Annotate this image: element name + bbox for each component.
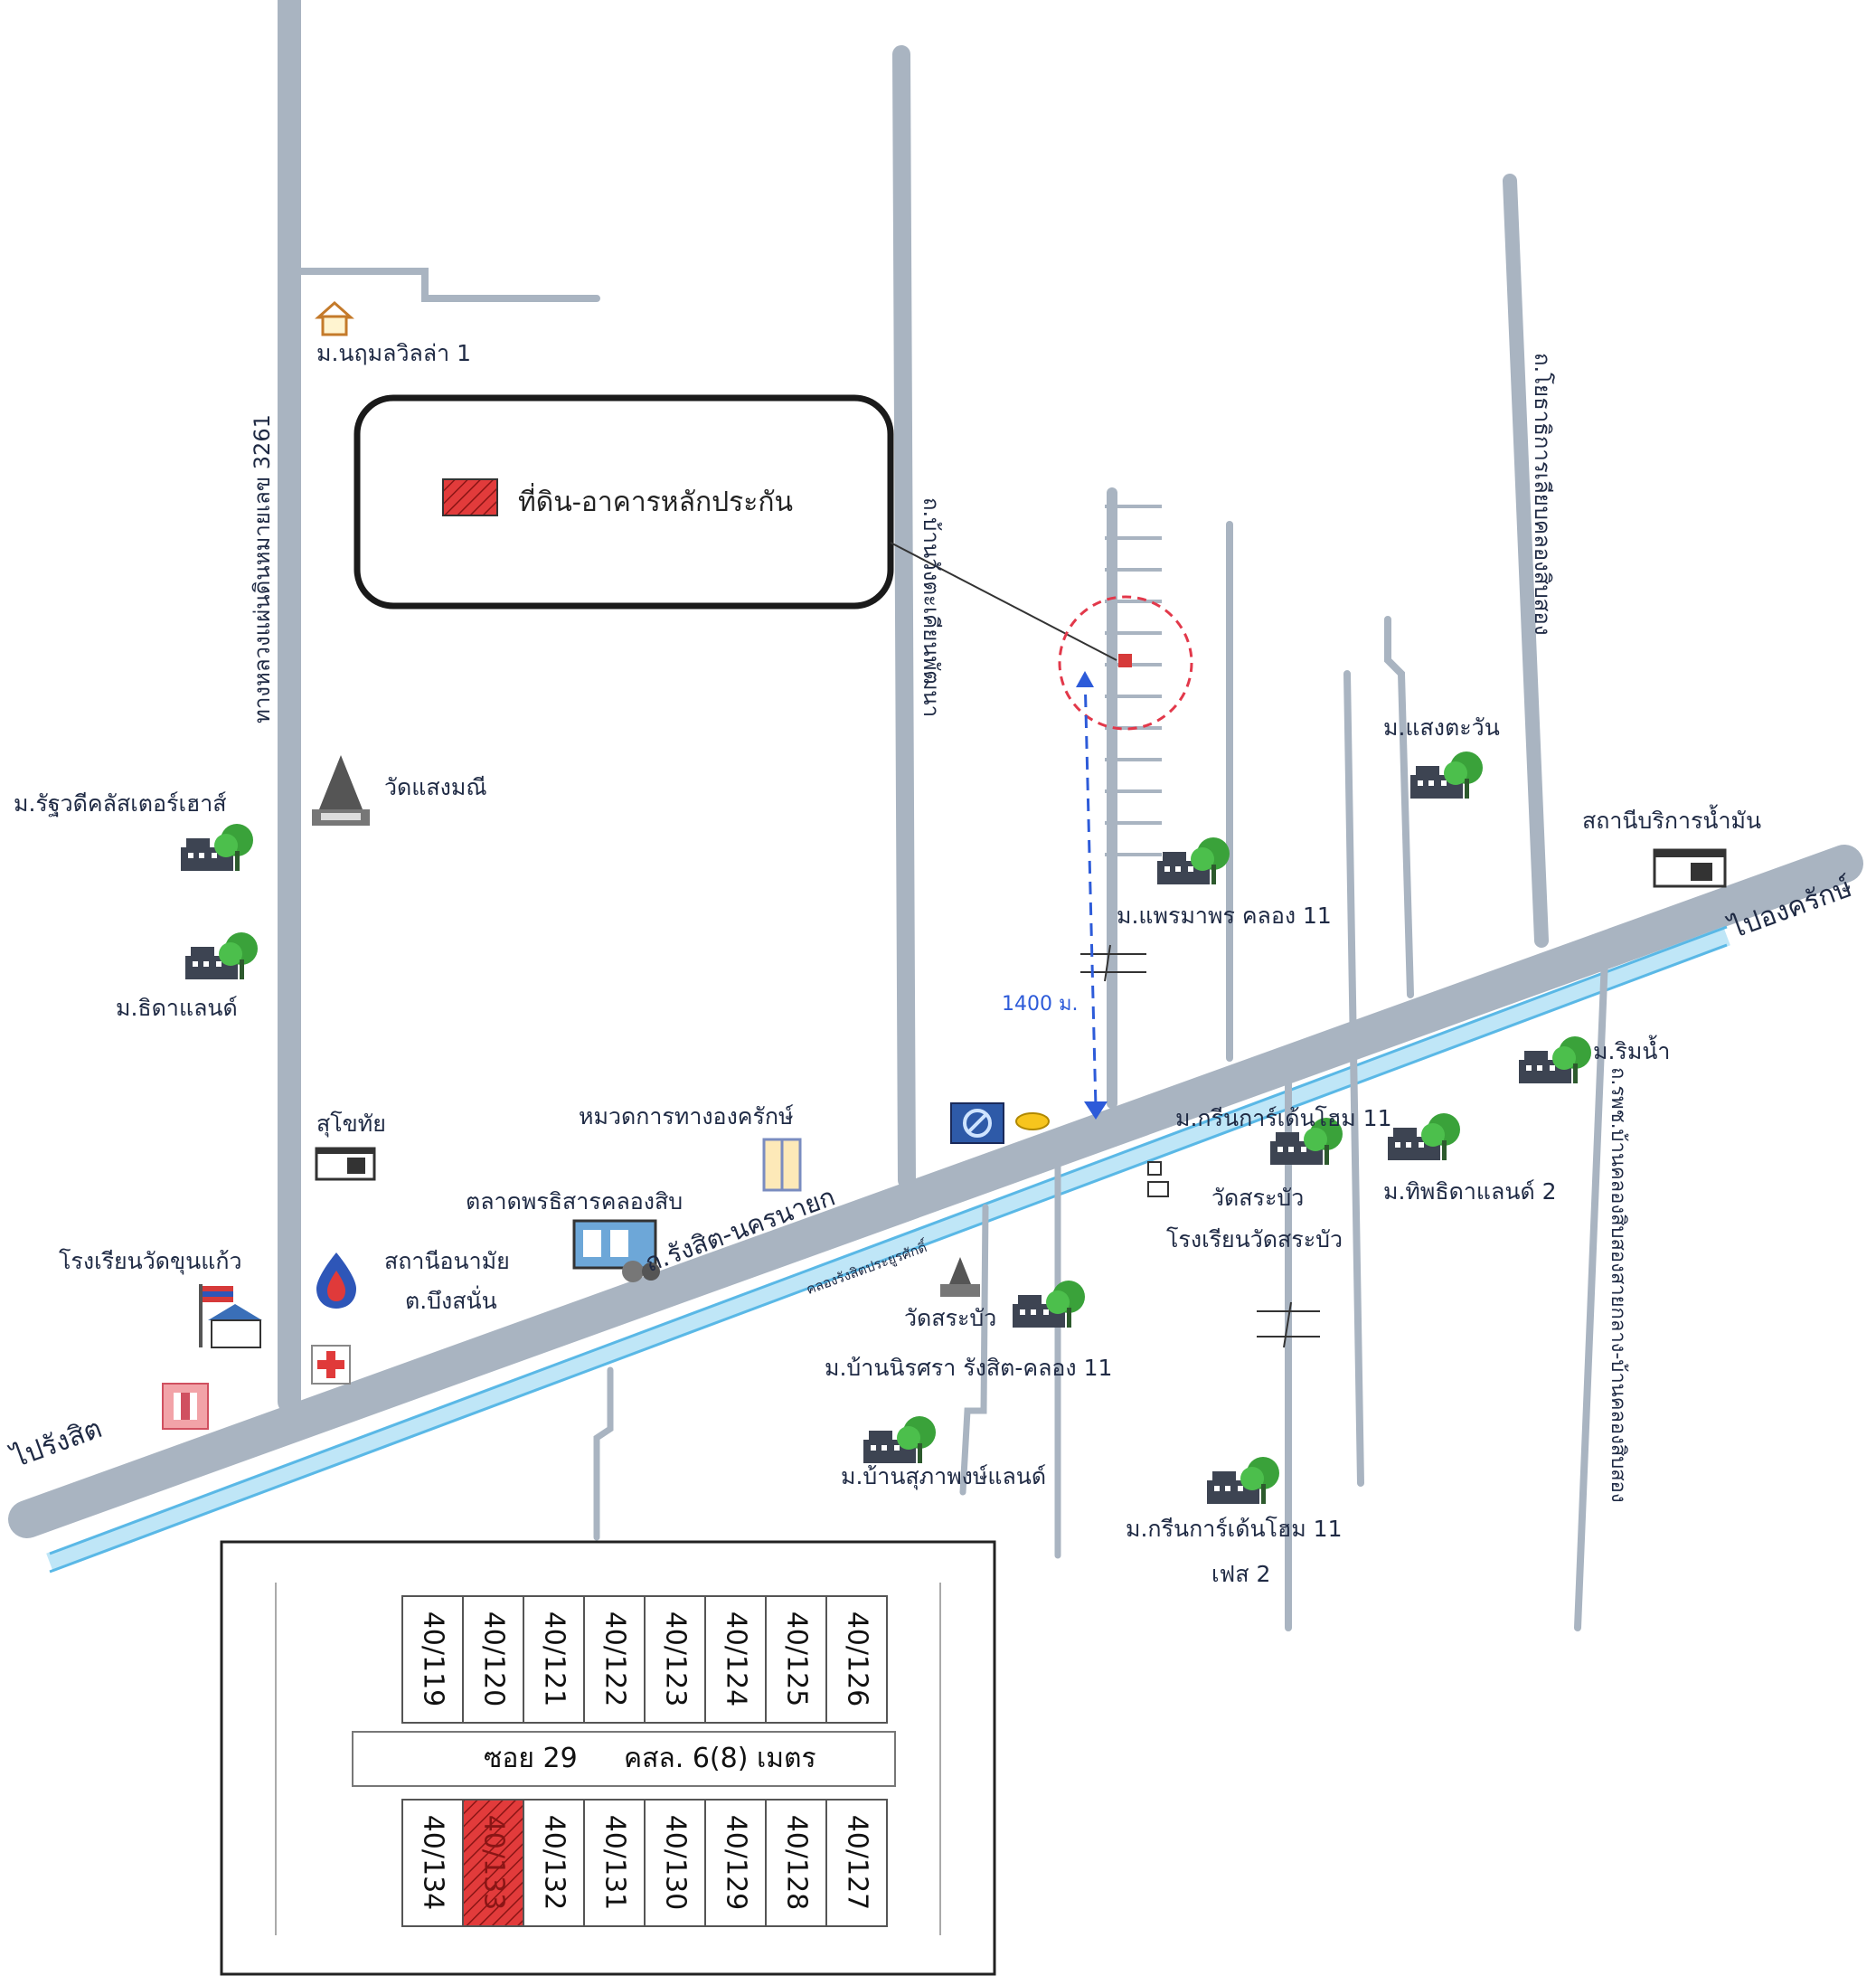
top-plot-label-6: 40/125 xyxy=(780,1611,812,1707)
shop-icon xyxy=(315,1147,376,1181)
distance-label: 1400 ม. xyxy=(1002,993,1079,1016)
label-ban-nirisa: ม.บ้านนิรศรา รังสิต-คลอง 11 xyxy=(825,1355,1113,1381)
top-plot-label-2: 40/121 xyxy=(538,1611,570,1707)
label-ban-suphapong: ม.บ้านสุภาพงษ์แลนด์ xyxy=(841,1463,1047,1489)
label-wat-sa-bua-2: วัดสระบัว xyxy=(904,1305,997,1331)
label-green-garden: ม.กรีนการ์เด้นโฮม 11 xyxy=(1175,1105,1392,1131)
market-icon xyxy=(572,1219,660,1282)
label-suchotai: สุโขทัย xyxy=(316,1111,386,1137)
gas-station-icon xyxy=(1653,848,1727,888)
legend-swatch xyxy=(442,478,498,516)
bottom-plot-label-6: 40/128 xyxy=(780,1814,812,1911)
canal xyxy=(46,925,1730,1574)
post-office-icon xyxy=(162,1383,209,1430)
top-plot-label-0: 40/119 xyxy=(417,1611,448,1707)
plan-road-width: คสล. 6(8) เมตร xyxy=(624,1743,816,1774)
label-irrigation-road: ถ.โยธาธิการเลียบคลองสิบสอง xyxy=(1530,353,1555,636)
label-ban-wang-takian: ถ.บ้านวังตะเคียนพัฒนา xyxy=(919,497,944,718)
road-ban-wang-takian xyxy=(892,45,916,1189)
bottom-plot-label-1: 40/133 xyxy=(477,1814,509,1911)
label-gas-station: สถานีบริการน้ำมัน xyxy=(1582,808,1762,834)
label-wat-saeng-mani: วัดแสงมณี xyxy=(384,774,487,800)
top-plot-7 xyxy=(825,1595,888,1724)
temple-icon xyxy=(312,755,370,826)
plan-soi-label: ซอย 29 xyxy=(484,1743,578,1774)
label-highway-unit: หมวดการทางองครักษ์ xyxy=(579,1103,794,1130)
label-thida-land: ม.ธิดาแลนด์ xyxy=(116,995,238,1021)
village-icon-ratchawadee xyxy=(181,824,253,871)
top-plot-label-3: 40/122 xyxy=(599,1611,630,1707)
subject-marker xyxy=(1058,595,1193,731)
label-thipthida-land: ม.ทิพธิดาแลนด์ 2 xyxy=(1383,1178,1557,1205)
main-highway xyxy=(8,845,1863,1538)
side-roads xyxy=(278,0,1608,1631)
shell-logo-icon xyxy=(1015,1112,1050,1130)
village-icon-thipthida xyxy=(1388,1113,1460,1160)
highway-unit-icon xyxy=(762,1138,802,1192)
bottom-plot-1 xyxy=(462,1799,524,1927)
label-market: ตลาดพรธิสารคลองสิบ xyxy=(466,1188,683,1215)
fuel-drop-icon xyxy=(316,1252,356,1309)
label-rural-road: ถ.รพช.บ้านคลองสิบสองสายกลาง-บ้านคลองสิบส… xyxy=(1607,1067,1629,1503)
label-school-khun-kaeo: โรงเรียนวัดขุนแก้ว xyxy=(59,1248,242,1274)
distance-arrow xyxy=(1076,671,1108,1120)
plot-plan xyxy=(220,1540,996,1976)
label-health-station: สถานีอนามัย xyxy=(384,1248,510,1274)
road-spur-naruemon xyxy=(286,268,600,302)
label-phraemaporn: ม.แพรมาพร คลอง 11 xyxy=(1117,903,1332,929)
leader-line xyxy=(890,542,1117,661)
label-bueng-sanan: ต.บึงสนั่น xyxy=(405,1288,497,1314)
health-cross-icon xyxy=(311,1345,351,1385)
top-plot-0 xyxy=(401,1595,464,1724)
bottom-plot-label-4: 40/130 xyxy=(659,1814,691,1911)
village-icon-saengtawan xyxy=(1410,751,1483,799)
label-naruemon-villa: ม.นฤมลวิลล่า 1 xyxy=(316,340,472,366)
label-saeng-tawan: ม.แสงตะวัน xyxy=(1383,714,1500,741)
road-rural xyxy=(1574,955,1608,1631)
label-wat-sa-bua: วัดสระบัว xyxy=(1211,1185,1305,1211)
top-plot-label-1: 40/120 xyxy=(477,1611,509,1707)
label-rim-nam: ม.ริมน้ำ xyxy=(1593,1038,1671,1064)
top-plot-label-5: 40/124 xyxy=(720,1611,751,1707)
legend-label: ที่ดิน-อาคารหลักประกัน xyxy=(518,487,794,518)
subdivision-lots xyxy=(1105,505,1162,856)
village-icon-thida xyxy=(185,932,258,979)
bottom-plot-label-7: 40/127 xyxy=(841,1814,872,1911)
house-icon xyxy=(315,300,354,336)
bottom-plot-label-5: 40/129 xyxy=(720,1814,751,1911)
top-plot-label-4: 40/123 xyxy=(659,1611,691,1707)
bottom-plot-label-0: 40/134 xyxy=(417,1814,448,1911)
village-icon-phraemaporn xyxy=(1157,837,1230,884)
village-icon-suphapong xyxy=(863,1416,936,1463)
bottom-plot-5 xyxy=(704,1799,767,1927)
village-icon-rimnam xyxy=(1519,1036,1591,1083)
school-icon-khunkaeo xyxy=(199,1284,262,1348)
top-plot-4 xyxy=(644,1595,706,1724)
village-icon-nirisa xyxy=(1013,1281,1085,1328)
label-highway-3261: ทางหลวงแผ่นดินหมายเลข 3261 xyxy=(250,414,275,723)
label-phase-2: เฟส 2 xyxy=(1211,1561,1271,1587)
top-plot-label-7: 40/126 xyxy=(841,1611,872,1707)
bottom-plot-7 xyxy=(825,1799,888,1927)
label-green-garden-ph2: ม.กรีนการ์เด้นโฮม 11 xyxy=(1126,1516,1343,1542)
top-plot-1 xyxy=(462,1595,524,1724)
label-school-wat-sa-bua: โรงเรียนวัดสระบัว xyxy=(1166,1226,1343,1252)
village-icon-greengarden-2 xyxy=(1207,1457,1279,1504)
temple-icon-sabua xyxy=(940,1257,980,1297)
school-icon-sabua xyxy=(1147,1161,1169,1197)
bottom-plot-label-2: 40/132 xyxy=(538,1814,570,1911)
label-ratchawadee: ม.รัฐวดีคลัสเตอร์เฮาส์ xyxy=(14,790,227,817)
bottom-plot-4 xyxy=(644,1799,706,1927)
ptt-station-icon xyxy=(950,1102,1004,1144)
top-plot-3 xyxy=(583,1595,646,1724)
legend-box xyxy=(354,394,894,610)
bottom-plot-0 xyxy=(401,1799,464,1927)
bottom-plot-label-3: 40/131 xyxy=(599,1814,630,1911)
road-irrigation xyxy=(1503,174,1549,948)
bottom-plot-2 xyxy=(523,1799,585,1927)
